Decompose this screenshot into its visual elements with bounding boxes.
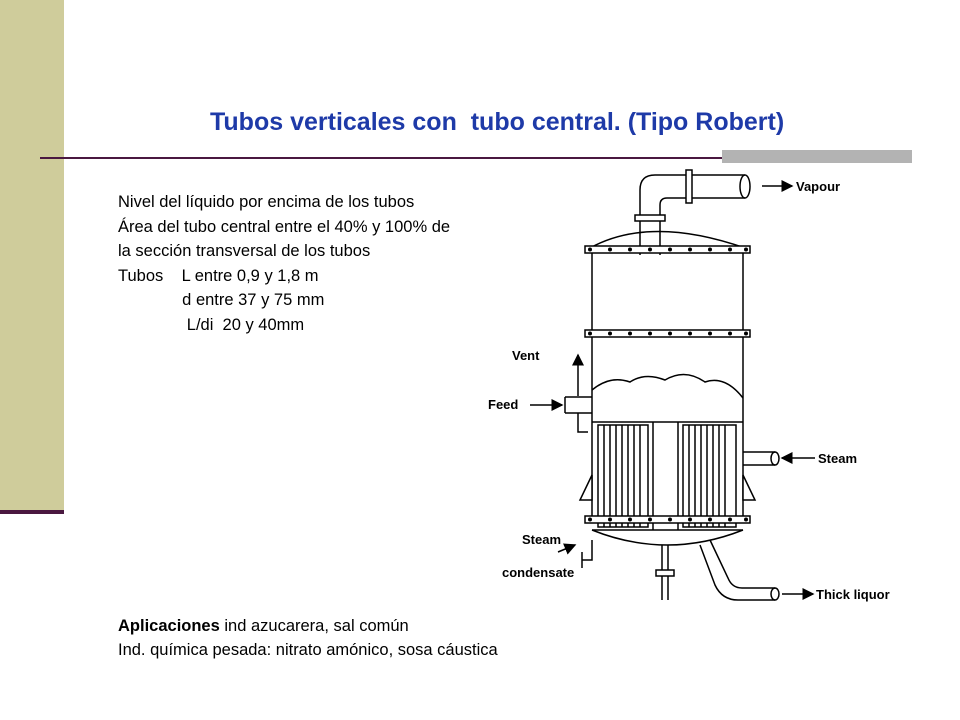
applications-text: Aplicaciones ind azucarera, sal común In… <box>118 614 498 662</box>
applications-line-2: Ind. química pesada: nitrato amónico, so… <box>118 641 498 659</box>
top-dome <box>589 230 746 249</box>
applications-list: ind azucarera, sal común <box>219 617 409 635</box>
evaporator-diagram: Vapour Vent Feed Steam Steam condensate … <box>488 169 890 602</box>
sidebar-underline <box>0 510 64 514</box>
top-flange <box>584 245 751 254</box>
title-rule <box>40 157 910 159</box>
label-thick-liquor: Thick liquor <box>816 587 890 602</box>
applications-line-1: Aplicaciones ind azucarera, sal común <box>118 614 498 638</box>
label-vent: Vent <box>512 348 540 363</box>
liquid-level <box>591 373 744 399</box>
left-tube-bundle <box>597 424 649 528</box>
bottom-flange <box>584 515 751 524</box>
vapour-pipe <box>639 174 745 255</box>
label-vapour: Vapour <box>796 179 840 194</box>
slide-body: Nivel del líquido por encima de los tubo… <box>118 190 450 337</box>
bottom-head <box>591 529 744 546</box>
body-line: Tubos L entre 0,9 y 1,8 m <box>118 266 319 285</box>
right-tube-bundle <box>682 424 737 528</box>
label-steam-condensate-2: condensate <box>502 565 574 580</box>
sidebar-decoration <box>0 0 64 510</box>
label-steam-condensate-1: Steam <box>522 532 561 547</box>
applications-heading: Aplicaciones <box>118 617 220 635</box>
body-line: Área del tubo central entre el 40% y 100… <box>118 217 451 236</box>
body-line: la sección transversal de los tubos <box>118 242 371 260</box>
slide-title: Tubos verticales con tubo central. (Tipo… <box>210 108 785 136</box>
body-line: L/di 20 y 40mm <box>118 315 305 334</box>
middle-flange <box>584 329 751 338</box>
label-feed: Feed <box>488 397 518 412</box>
body-line: d entre 37 y 75 mm <box>118 291 325 309</box>
title-rule-accent <box>722 150 912 163</box>
body-line: Nivel del líquido por encima de los tubo… <box>118 193 415 211</box>
label-steam: Steam <box>818 451 857 466</box>
